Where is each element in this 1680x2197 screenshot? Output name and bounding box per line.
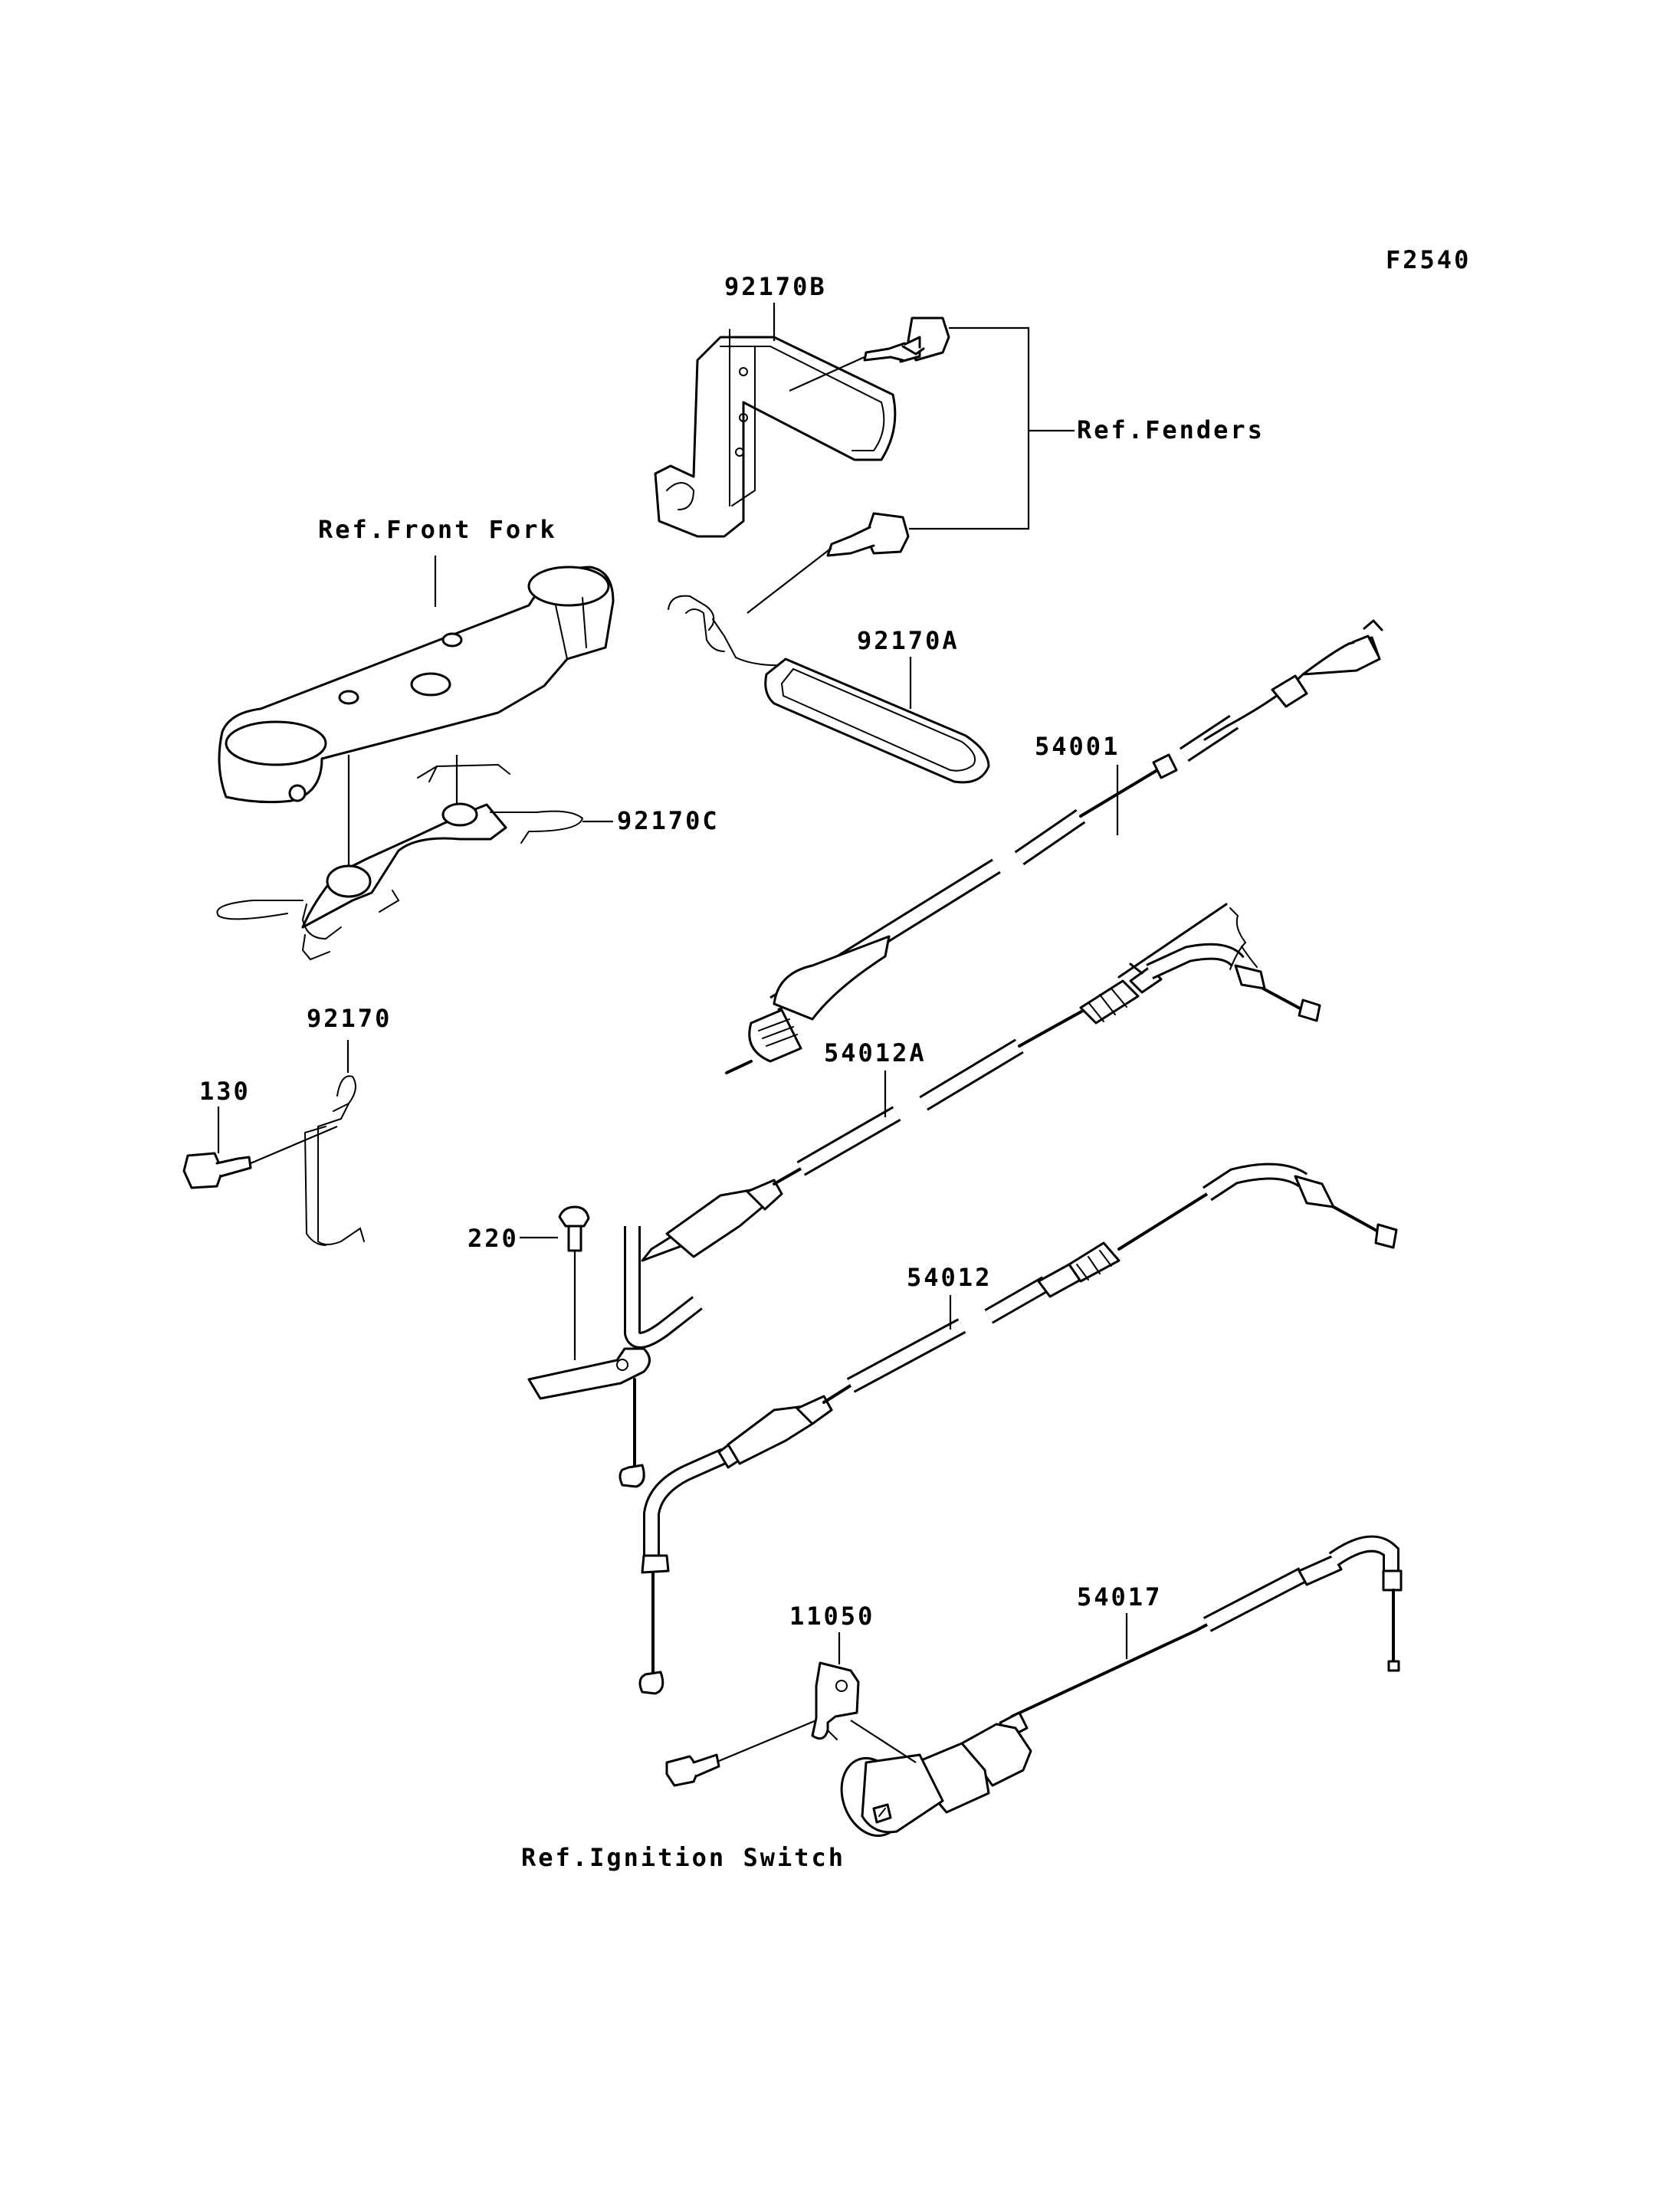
label-92170c: 92170C <box>617 806 720 835</box>
label-11050: 11050 <box>789 1602 874 1631</box>
label-ref-fenders: Ref.Fenders <box>1077 415 1265 444</box>
label-92170a: 92170A <box>857 626 960 655</box>
holder-bolt <box>665 1753 720 1787</box>
label-54017: 54017 <box>1077 1582 1162 1612</box>
label-54012a: 54012A <box>824 1038 927 1067</box>
cable-54001 <box>725 619 1383 1074</box>
label-ref-ignition-switch: Ref.Ignition Switch <box>521 1843 845 1872</box>
holder-11050 <box>811 1661 860 1740</box>
bracket-92170b <box>654 329 897 538</box>
fender-bolt-lower <box>826 512 910 557</box>
label-ref-front-fork: Ref.Front Fork <box>318 515 557 544</box>
bracket-92170a <box>668 595 990 784</box>
clamp-92170 <box>304 1075 365 1246</box>
label-54001: 54001 <box>1035 732 1120 761</box>
label-92170: 92170 <box>307 1004 392 1033</box>
diagram-code: F2540 <box>1386 245 1471 274</box>
cable-54012 <box>638 1162 1398 1695</box>
fender-bolt-upper <box>863 316 950 363</box>
cable-54017 <box>840 1535 1403 1838</box>
label-92170b: 92170B <box>724 272 827 301</box>
label-130: 130 <box>199 1077 251 1106</box>
fork-top-bracket <box>218 566 615 804</box>
cable-54012a <box>527 903 1321 1488</box>
screw-220 <box>558 1205 590 1360</box>
bolt-130 <box>182 1152 252 1189</box>
bracket-92170c <box>216 763 584 961</box>
label-220: 220 <box>468 1224 519 1253</box>
label-54012: 54012 <box>907 1263 992 1292</box>
